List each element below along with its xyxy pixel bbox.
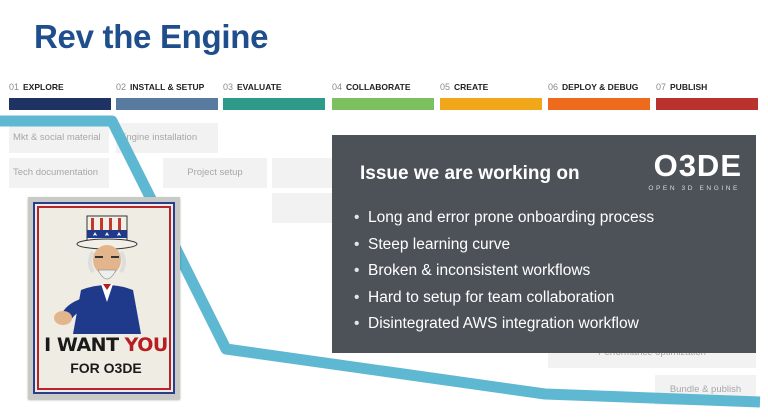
stage-label: CREATE <box>454 82 489 92</box>
issues-list: • Long and error prone onboarding process… <box>354 205 654 338</box>
stage-bar <box>223 98 325 110</box>
issue-text: Disintegrated AWS integration workflow <box>368 315 639 332</box>
issue-text: Steep learning curve <box>368 235 511 253</box>
uncle-sam-figure-icon <box>54 215 141 334</box>
stage-number: 03 <box>223 82 234 92</box>
journey-box-blank <box>272 158 332 188</box>
bullet-icon: • <box>354 209 360 226</box>
stage-number: 02 <box>116 82 127 92</box>
list-item: • Disintegrated AWS integration workflow <box>354 311 654 338</box>
stage-label: INSTALL & SETUP <box>130 82 205 92</box>
bullet-icon: • <box>354 288 360 306</box>
logo-tagline: OPEN 3D ENGINE <box>648 185 740 192</box>
stage-bar <box>656 98 758 110</box>
journey-box-mkt-social: Mkt & social material <box>9 123 109 153</box>
poster-headline: I WANT YOU <box>36 334 176 356</box>
bullet-icon: • <box>354 262 360 279</box>
poster-subline: FOR O3DE <box>70 360 142 376</box>
logo-wordmark: O3DE <box>653 148 742 183</box>
slide-title: Rev the Engine <box>34 18 269 55</box>
stage-label: DEPLOY & DEBUG <box>562 82 639 92</box>
stage-number: 04 <box>332 82 343 92</box>
issue-text: Long and error prone onboarding process <box>368 209 655 226</box>
stage-label: EXPLORE <box>23 82 64 92</box>
stage-number: 06 <box>548 82 559 92</box>
journey-box-engine-installation: Engine installation <box>116 123 218 153</box>
stage-label: PUBLISH <box>670 82 708 92</box>
list-item: • Long and error prone onboarding process <box>354 205 654 232</box>
bullet-icon: • <box>354 235 360 253</box>
stage-number: 05 <box>440 82 451 92</box>
journey-curve-line <box>0 115 761 408</box>
poster-headline-prefix: I WANT <box>44 334 125 356</box>
poster-headline-emphasis: YOU <box>124 334 169 356</box>
poster-border <box>37 206 171 390</box>
issue-text: Hard to setup for team collaboration <box>368 288 615 306</box>
stage-bar <box>548 98 650 110</box>
poster-frame: I WANT YOU FOR O3DE <box>33 202 175 394</box>
list-item: • Hard to setup for team collaboration <box>354 285 654 312</box>
stage-label: EVALUATE <box>237 82 282 92</box>
list-item: • Steep learning curve <box>354 232 654 259</box>
journey-box-blank <box>272 193 332 223</box>
list-item: • Broken & inconsistent workflows <box>354 258 654 285</box>
stage-number: 07 <box>656 82 667 92</box>
uncle-sam-poster: I WANT YOU FOR O3DE <box>28 197 180 399</box>
bullet-icon: • <box>354 315 360 332</box>
stage-bar <box>332 98 434 110</box>
stage-bar <box>9 98 111 110</box>
stage-bar <box>440 98 542 110</box>
journey-box-project-setup: Project setup <box>163 158 267 188</box>
o3de-logo: O3DE OPEN 3D ENGINE <box>622 148 742 193</box>
stage-bar <box>116 98 218 110</box>
stage-label: COLLABORATE <box>346 82 411 92</box>
panel-title: Issue we are working on <box>360 163 580 184</box>
issue-text: Broken & inconsistent workflows <box>368 262 591 279</box>
issues-panel: Issue we are working on O3DE OPEN 3D ENG… <box>332 135 756 353</box>
journey-box-tech-documentation: Tech documentation <box>9 158 109 188</box>
stage-number: 01 <box>9 82 20 92</box>
